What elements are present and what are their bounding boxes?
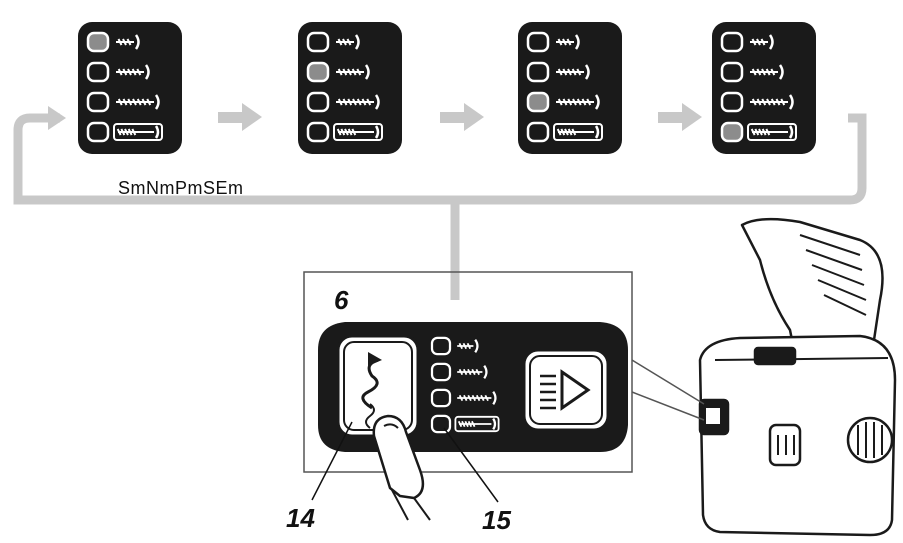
callout-lamp-number: 15: [482, 505, 511, 535]
leader-14: [311, 421, 353, 501]
mode-lamp: [430, 414, 452, 434]
mode-lamp: [720, 121, 744, 143]
screw-icon: [556, 34, 580, 50]
light-button-icon: [540, 369, 591, 411]
mode-lamp: [86, 91, 110, 113]
mode-lamp: [86, 121, 110, 143]
screw-icon: [750, 34, 774, 50]
mode-lamp: [86, 31, 110, 53]
mode-panel-4: [712, 22, 816, 154]
mode-lamp: [430, 336, 452, 356]
inset-frame: [303, 271, 633, 473]
mode-row-3: [526, 91, 600, 113]
inset-mode-lamps: [430, 336, 500, 434]
screw-icon: [113, 123, 163, 141]
mode-row-3: [430, 388, 497, 408]
mode-lamp: [86, 61, 110, 83]
mode-lamp: [430, 388, 452, 408]
callout-panel-number: 6: [334, 285, 349, 315]
mode-lamp: [720, 31, 744, 53]
mode-lamp: [526, 31, 550, 53]
mode-lamp: [720, 61, 744, 83]
screw-icon: [333, 123, 383, 141]
screw-icon: [457, 339, 479, 353]
screw-icon: [750, 64, 784, 80]
screw-icon: [336, 34, 360, 50]
mode-row-4: [526, 121, 603, 143]
screw-icon: [116, 64, 150, 80]
mode-row-2: [526, 61, 590, 83]
finger-icon: [372, 414, 431, 521]
mode-row-1: [526, 31, 580, 53]
mode-row-1: [720, 31, 774, 53]
mode-button[interactable]: [336, 334, 420, 438]
screw-icon: [336, 64, 370, 80]
mode-lamp: [306, 61, 330, 83]
drill-icon: [698, 217, 897, 537]
loop-arrowhead: [48, 106, 66, 130]
mode-lamp: [306, 31, 330, 53]
mode-panel-3: [518, 22, 622, 154]
sequence-label: SmNmPmSEm: [118, 178, 244, 198]
control-panel: [318, 322, 628, 452]
mode-row-3: [720, 91, 794, 113]
mode-sequence: [78, 22, 816, 154]
mode-row-1: [306, 31, 360, 53]
mode-row-4: [720, 121, 797, 143]
flow-loop: [13, 113, 867, 300]
step-arrow-2: [440, 103, 484, 131]
screw-icon: [336, 94, 380, 110]
mode-lamp: [306, 121, 330, 143]
screw-icon: [747, 123, 797, 141]
screw-icon: [556, 94, 600, 110]
mode-panel-1: [78, 22, 182, 154]
mode-panel-2: [298, 22, 402, 154]
mode-lamp: [526, 121, 550, 143]
screw-icon: [116, 94, 160, 110]
step-arrow-1: [218, 103, 262, 131]
leader-15: [443, 427, 499, 503]
screw-icon: [750, 94, 794, 110]
screw-icon: [457, 365, 488, 379]
mode-lamp: [720, 91, 744, 113]
mode-row-2: [306, 61, 370, 83]
mode-row-2: [86, 61, 150, 83]
screw-icon: [454, 415, 500, 433]
step-arrows: [218, 103, 702, 131]
mode-row-1: [430, 336, 479, 356]
mode-row-2: [430, 362, 488, 382]
screw-icon: [556, 64, 590, 80]
screw-icon: [116, 34, 140, 50]
mode-lamp: [526, 91, 550, 113]
mode-row-1: [86, 31, 140, 53]
mode-row-3: [86, 91, 160, 113]
mode-row-4: [86, 121, 163, 143]
mode-lamp: [430, 362, 452, 382]
step-arrow-3: [658, 103, 702, 131]
mode-row-2: [720, 61, 784, 83]
callout-mode-button-number: 14: [286, 503, 315, 533]
mode-row-4: [306, 121, 383, 143]
mode-button-icon: [361, 352, 382, 429]
screw-icon: [553, 123, 603, 141]
mode-row-3: [306, 91, 380, 113]
mode-lamp: [526, 61, 550, 83]
leader-to-battery: [631, 359, 705, 421]
light-button[interactable]: [522, 348, 610, 432]
mode-lamp: [306, 91, 330, 113]
mode-row-4: [430, 414, 500, 434]
screw-icon: [457, 391, 497, 405]
